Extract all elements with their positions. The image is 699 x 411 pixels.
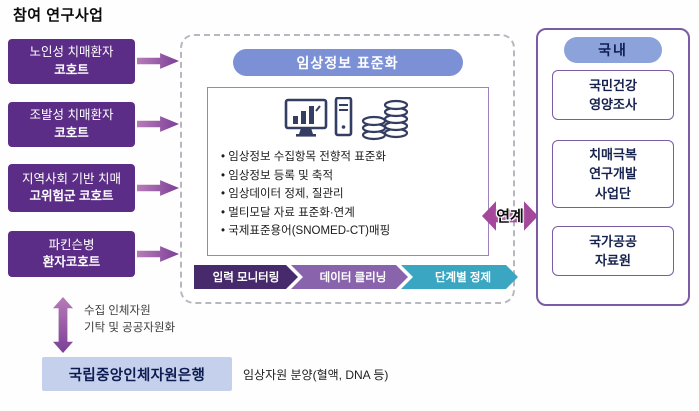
cohort-label-line-bold: 고위험군 코호트 xyxy=(29,189,114,203)
flow-arrow-icon xyxy=(137,116,179,132)
domestic-item-line: 사업단 xyxy=(595,185,631,201)
data-system-icons xyxy=(284,97,409,141)
domestic-panel: 국내 국민건강 영양조사 치매극복 연구개발 사업단 국가공공 자료원 xyxy=(536,28,690,306)
domestic-item-national-public-data: 국가공공 자료원 xyxy=(552,226,674,276)
transfer-double-arrow-icon xyxy=(53,297,73,353)
domestic-item-line: 자료원 xyxy=(595,253,631,268)
ribbon-data-cleaning: 데이터 클리닝 xyxy=(291,265,408,289)
bullet-item: 임상정보 수집항목 전향적 표준화 xyxy=(221,148,488,167)
standardization-panel: 임상정보 표준화 xyxy=(180,34,515,304)
domestic-item-line: 국가공공 xyxy=(589,233,637,249)
cohort-label-line-bold: 코호트 xyxy=(54,125,89,140)
diagram-title: 참여 연구사업 xyxy=(13,7,104,24)
bullet-item: 임상데이터 정제, 질관리 xyxy=(221,185,488,204)
domestic-item-line: 영양조사 xyxy=(589,97,637,112)
standardization-header: 임상정보 표준화 xyxy=(232,49,463,76)
biobank-note: 임상자원 분양(혈액, DNA 등) xyxy=(243,368,389,382)
process-ribbons: 입력 모니터링 데이터 클리닝 단계별 정제 xyxy=(194,265,518,289)
monitor-chart-icon xyxy=(284,98,328,137)
domestic-item-line: 치매극복 xyxy=(589,146,637,162)
cohort-label-line: 지역사회 기반 치매 xyxy=(22,171,121,186)
bullet-item: 멀티모달 자료 표준화·연계 xyxy=(221,204,488,223)
bullet-item: 국제표준용어(SNOMED-CT)매핑 xyxy=(221,222,488,241)
domestic-item-line: 국민건강 xyxy=(589,77,637,93)
standardization-bullet-list: 임상정보 수집항목 전향적 표준화 임상정보 등록 및 축적 임상데이터 정제,… xyxy=(221,148,488,241)
biobank-box: 국립중앙인체자원은행 xyxy=(42,357,232,391)
deposit-note-line: 수집 인체자원 xyxy=(84,305,151,317)
domestic-item-line: 연구개발 xyxy=(589,166,637,182)
cohort-box-community-high-risk: 지역사회 기반 치매 고위험군 코호트 xyxy=(8,164,135,212)
link-label: 연계 xyxy=(496,208,524,225)
clinical-info-box: 임상정보 수집항목 전향적 표준화 임상정보 등록 및 축적 임상데이터 정제,… xyxy=(207,87,489,256)
cohort-box-elderly-dementia: 노인성 치매환자 코호트 xyxy=(8,39,135,84)
coin-stack-icon xyxy=(361,99,409,141)
cohort-box-early-onset-dementia: 조발성 치매환자 코호트 xyxy=(8,102,135,147)
cohort-label-line: 파킨슨병 xyxy=(48,237,95,252)
ribbon-stepwise-refinement: 단계별 정제 xyxy=(401,265,518,289)
domestic-item-dementia-rnd-group: 치매극복 연구개발 사업단 xyxy=(552,140,674,208)
domestic-item-health-nutrition-survey: 국민건강 영양조사 xyxy=(552,70,674,120)
domestic-header: 국내 xyxy=(564,37,662,63)
flow-arrow-icon xyxy=(137,246,179,262)
deposit-note: 수집 인체자원 기탁 및 공공자원화 xyxy=(84,303,175,337)
flow-arrow-icon xyxy=(137,53,179,69)
cohort-label-line: 노인성 치매환자 xyxy=(29,45,114,59)
cohort-label-line-bold: 환자코호트 xyxy=(42,255,101,269)
pc-tower-icon xyxy=(334,97,353,137)
flow-arrow-icon xyxy=(137,180,179,196)
deposit-note-line: 기탁 및 공공자원화 xyxy=(84,322,176,334)
cohort-box-parkinsons: 파킨슨병 환자코호트 xyxy=(8,231,135,277)
cohort-label-line-bold: 코호트 xyxy=(54,62,89,77)
cohort-label-line: 조발성 치매환자 xyxy=(29,108,114,122)
ribbon-input-monitoring: 입력 모니터링 xyxy=(194,265,298,289)
bullet-item: 임상정보 등록 및 축적 xyxy=(221,167,488,186)
